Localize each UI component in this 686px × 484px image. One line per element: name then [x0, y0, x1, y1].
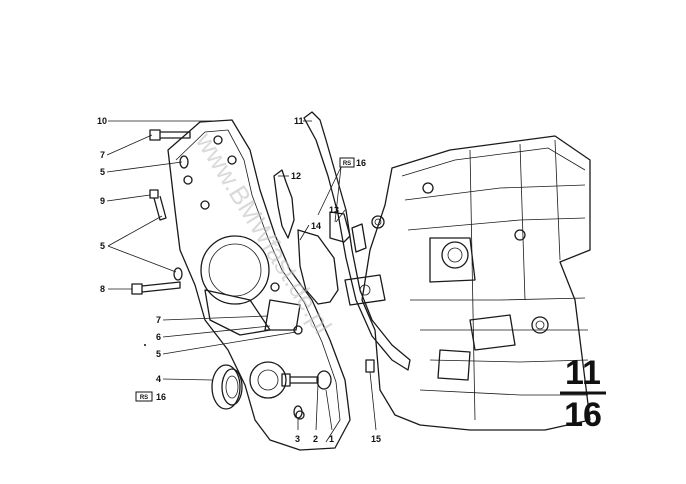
gasket-12 — [273, 169, 295, 239]
callout-15: 15 — [371, 434, 381, 444]
callout-4: 4 — [156, 374, 161, 384]
svg-text:RS: RS — [140, 395, 148, 401]
callout-3: 3 — [295, 434, 300, 444]
callout-5-lower: 5 — [156, 349, 161, 359]
callout-6: 6 — [156, 332, 161, 342]
timing-cover — [167, 119, 351, 451]
callout-11: 11 — [294, 116, 304, 126]
washer-5-middle — [173, 267, 183, 281]
callout-16-right: 16 — [356, 158, 366, 168]
bolt-2 — [281, 373, 319, 387]
gasket-14 — [297, 229, 339, 305]
repair-set-box-icon: RS — [135, 391, 153, 402]
leader-lines — [106, 120, 377, 431]
callout-5-middle: 5 — [100, 241, 105, 251]
callout-8: 8 — [100, 284, 105, 294]
callout-labels: 10 7 5 9 5 8 7 6 5 4 16 11 12 14 13 16 3… — [97, 116, 381, 444]
gasket-13 — [329, 211, 351, 243]
page-number: 11 16 — [560, 354, 606, 434]
callout-13: 13 — [329, 205, 339, 215]
repair-set-box-icon: RS — [339, 157, 355, 168]
watermark: www.BMWfast.de.pl — [189, 126, 337, 339]
bolt-9 — [149, 189, 167, 221]
engine-block — [344, 135, 591, 431]
gasket-11 — [303, 111, 411, 371]
callout-7-lower: 7 — [156, 315, 161, 325]
callout-9: 9 — [100, 196, 105, 206]
page-sheet: 16 — [564, 396, 602, 434]
callout-7-upper: 7 — [100, 150, 105, 160]
bolt-7-upper — [149, 129, 191, 141]
callout-1: 1 — [329, 434, 334, 444]
dowel-15 — [365, 359, 375, 373]
sleeve-1 — [316, 370, 332, 390]
callout-2: 2 — [313, 434, 318, 444]
callout-14: 14 — [311, 221, 321, 231]
callout-12: 12 — [291, 171, 301, 181]
dot — [144, 344, 146, 346]
bolt-8 — [131, 281, 181, 295]
seal-ring — [211, 364, 243, 410]
callout-10: 10 — [97, 116, 107, 126]
page-group: 11 — [565, 354, 601, 392]
callout-16-left: 16 — [156, 392, 166, 402]
svg-text:RS: RS — [343, 161, 351, 167]
callout-5-upper: 5 — [100, 167, 105, 177]
